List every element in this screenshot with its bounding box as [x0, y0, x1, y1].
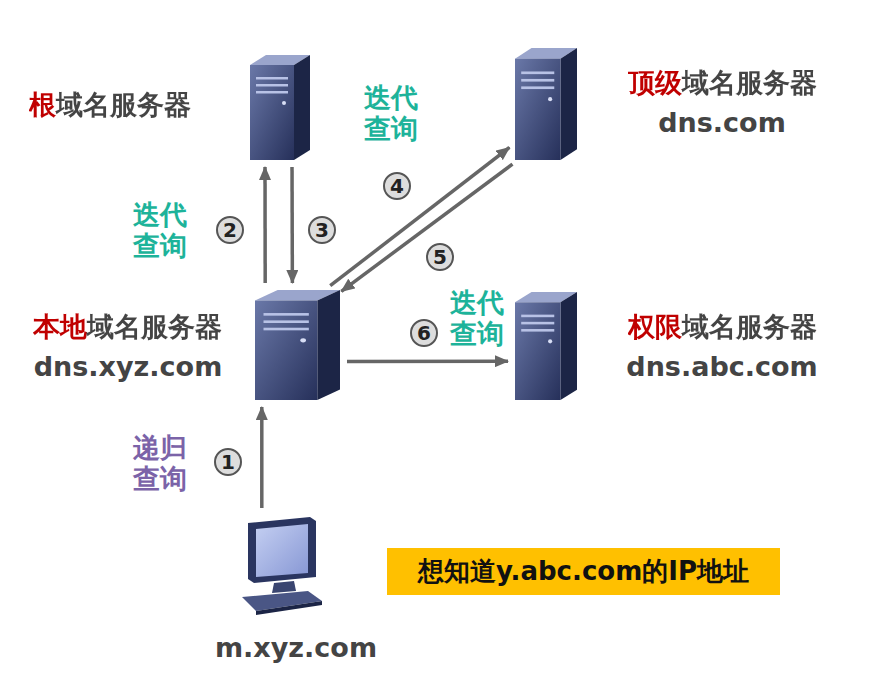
callout-number: 6: [410, 319, 438, 347]
server-icon: [515, 292, 577, 400]
query-type-label: 迭代查询: [450, 287, 504, 349]
host-name: dns.abc.com: [626, 351, 817, 383]
server-name: m.xyz.com: [215, 632, 377, 664]
server-name: 根域名服务器: [29, 89, 191, 121]
query-arrow: [341, 164, 512, 291]
query-arrow: [260, 407, 264, 508]
note-text: 想知道y.abc.com的IP地址: [418, 554, 749, 589]
query-arrow: [330, 147, 509, 285]
computer-icon: [238, 515, 323, 615]
query-type-label: 迭代查询: [364, 82, 418, 144]
server-name: 本地域名服务器: [33, 311, 222, 343]
server-node: 权限域名服务器dns.abc.com: [515, 292, 577, 400]
server-icon: [255, 290, 340, 400]
query-arrow: [347, 359, 508, 363]
callout-number: 2: [216, 216, 244, 244]
host-name: dns.xyz.com: [34, 351, 223, 383]
query-type-label: 递归查询: [133, 432, 187, 494]
note-box: 想知道y.abc.com的IP地址: [387, 548, 780, 595]
callout-number: 1: [214, 448, 242, 476]
server-icon: [515, 48, 577, 160]
server-name: 权限域名服务器: [628, 311, 817, 343]
server-node: 根域名服务器: [250, 55, 310, 160]
server-icon: [250, 55, 310, 160]
callout-number: 3: [308, 216, 336, 244]
server-name: 顶级域名服务器: [628, 67, 817, 99]
host-node: m.xyz.com: [238, 515, 323, 615]
callout-number: 5: [426, 243, 454, 271]
query-type-label: 迭代查询: [133, 199, 187, 261]
callout-number: 4: [383, 172, 411, 200]
server-node: 顶级域名服务器dns.com: [515, 48, 577, 160]
query-arrow: [263, 167, 267, 283]
host-name: dns.com: [658, 107, 786, 139]
server-node: 本地域名服务器dns.xyz.com: [255, 290, 340, 400]
query-arrow: [290, 167, 294, 283]
